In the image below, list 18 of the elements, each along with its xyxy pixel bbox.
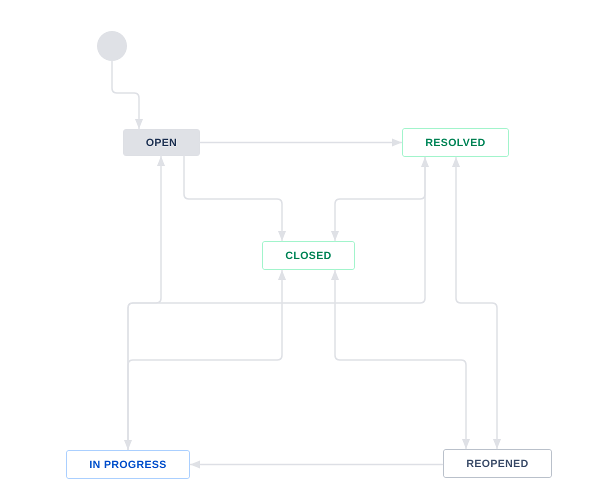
status-box — [443, 449, 552, 478]
arrow — [200, 138, 402, 146]
start-circle — [97, 31, 127, 61]
status-label: RESOLVED — [425, 136, 486, 148]
status-box — [262, 241, 355, 270]
arrow — [331, 270, 470, 449]
status-label: IN PROGRESS — [89, 458, 167, 470]
status-box — [123, 129, 200, 156]
status-box — [402, 128, 509, 157]
arrow — [452, 157, 501, 449]
status-label: CLOSED — [285, 250, 332, 262]
status-label: OPEN — [146, 136, 178, 148]
status-box — [66, 450, 190, 479]
arrow — [124, 156, 165, 450]
arrow — [183, 156, 286, 241]
status-label: REOPENED — [466, 458, 529, 470]
arrow — [190, 460, 443, 468]
arrow — [111, 61, 143, 129]
